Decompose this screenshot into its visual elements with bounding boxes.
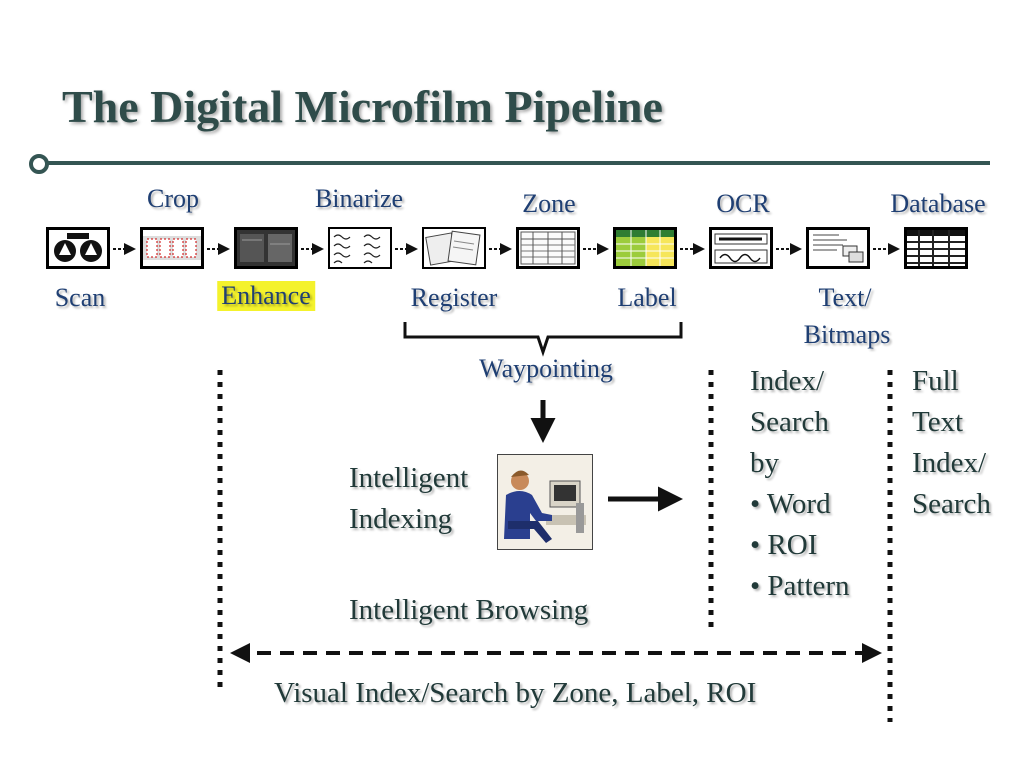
full-text-line-3: Index/ (912, 447, 987, 479)
index-search-item-roi: • ROI (750, 529, 818, 561)
step-label-database: Database (890, 189, 986, 218)
film-enhance-icon (234, 227, 298, 269)
index-search-line-3: by (750, 447, 779, 479)
step-label-text: Text/ (818, 283, 872, 312)
step-label-crop: Crop (147, 184, 199, 213)
waypointing-brace (403, 322, 683, 357)
step-label-enhance: Enhance (217, 281, 315, 311)
visual-index-label: Visual Index/Search by Zone, Label, ROI (274, 677, 757, 709)
register-pages-icon (422, 227, 486, 269)
text-bitmaps-icon (806, 227, 870, 269)
intelligent-indexing-line1: Intelligent (349, 462, 469, 494)
index-search-line-1: Index/ (750, 365, 825, 397)
title-divider-dot (29, 154, 49, 174)
step-label-scan: Scan (54, 283, 106, 312)
operator-at-workstation-icon (497, 454, 593, 550)
handwriting-binarize-icon (328, 227, 392, 269)
index-search-item-word: • Word (750, 488, 831, 520)
step-label-ocr: OCR (716, 189, 770, 218)
step-label-zone: Zone (522, 189, 576, 218)
slide-title: The Digital Microfilm Pipeline (62, 81, 663, 132)
waypointing-label: Waypointing (479, 354, 613, 383)
label-spreadsheet-icon (613, 227, 677, 269)
full-text-line-1: Full (912, 365, 959, 397)
ocr-text-icon (709, 227, 773, 269)
scanner-reels-icon (46, 227, 110, 269)
title-divider (48, 161, 990, 165)
step-label-bitmaps: Bitmaps (803, 320, 891, 349)
step-label-register: Register (410, 283, 498, 312)
index-search-item-pattern: • Pattern (750, 570, 850, 602)
full-text-line-4: Search (912, 488, 991, 520)
intelligent-indexing-line2: Indexing (349, 503, 453, 535)
step-label-binarize: Binarize (314, 184, 404, 213)
index-search-line-2: Search (750, 406, 829, 438)
database-table-icon (904, 227, 968, 269)
film-crop-icon (140, 227, 204, 269)
zone-table-icon (516, 227, 580, 269)
step-label-label: Label (617, 283, 677, 312)
full-text-line-2: Text (912, 406, 964, 438)
intelligent-browsing-label: Intelligent Browsing (349, 594, 589, 626)
